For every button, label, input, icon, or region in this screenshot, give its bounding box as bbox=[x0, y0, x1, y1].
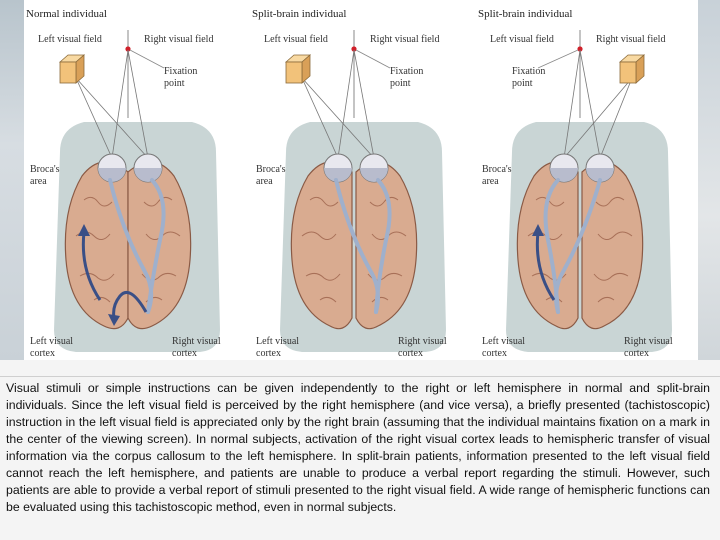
sight-line bbox=[579, 49, 601, 159]
right-visual-field-label: Right visual field bbox=[596, 34, 666, 45]
figure-caption: Visual stimuli or simple instructions ca… bbox=[6, 381, 710, 514]
fixation-label-line1: Fixation bbox=[512, 66, 546, 77]
panel-1-illustration bbox=[54, 30, 220, 352]
fixation-label-line2: point bbox=[512, 78, 533, 89]
right-visual-field-label: Right visual field bbox=[370, 34, 440, 45]
arrow-icon bbox=[108, 314, 120, 326]
arrow-icon bbox=[78, 224, 90, 236]
left-visual-field-label: Left visual field bbox=[264, 34, 328, 45]
sight-line bbox=[563, 49, 581, 159]
left-visual-field-label: Left visual field bbox=[490, 34, 554, 45]
fixation-point-icon bbox=[125, 46, 131, 52]
broca-label-line1: Broca's bbox=[30, 164, 60, 175]
broca-label-line1: Broca's bbox=[256, 164, 286, 175]
right-cortex-label-line1: Right visual bbox=[398, 336, 447, 347]
sight-line bbox=[75, 77, 149, 159]
sight-line bbox=[127, 49, 149, 159]
split-brain-figure: Normal individual Left visual field Righ… bbox=[24, 0, 698, 360]
sight-line bbox=[111, 49, 129, 159]
fixation-label-line2: point bbox=[164, 78, 185, 89]
right-cortex-label-line2: cortex bbox=[624, 348, 649, 359]
eye-icon bbox=[97, 153, 127, 183]
left-cortex-label-line2: cortex bbox=[256, 348, 281, 359]
eye-icon bbox=[323, 153, 353, 183]
panel-title: Split-brain individual bbox=[478, 8, 573, 20]
broca-label-line2: area bbox=[256, 176, 273, 187]
sight-line bbox=[353, 49, 375, 159]
arrow-icon bbox=[112, 291, 148, 319]
fixation-point-icon bbox=[351, 46, 357, 52]
right-cortex-label-line1: Right visual bbox=[624, 336, 673, 347]
fixation-label-line1: Fixation bbox=[164, 66, 198, 77]
panel-title: Normal individual bbox=[26, 8, 107, 20]
sight-line bbox=[563, 77, 633, 159]
panel-split-brain-right-field: Split-brain individual Left visual field… bbox=[476, 0, 700, 360]
fixation-pointer bbox=[355, 49, 391, 69]
eye-icon bbox=[359, 153, 389, 183]
left-cortex-label-line1: Left visual bbox=[256, 336, 300, 347]
left-cortex-label-line1: Left visual bbox=[482, 336, 526, 347]
right-cortex-label-line2: cortex bbox=[398, 348, 423, 359]
fixation-label-line1: Fixation bbox=[390, 66, 424, 77]
background-strip-right bbox=[698, 0, 720, 360]
arrow-icon bbox=[81, 231, 102, 301]
fixation-label-line2: point bbox=[390, 78, 411, 89]
eye-icon bbox=[133, 153, 163, 183]
sight-line bbox=[301, 77, 339, 159]
visual-pathway bbox=[146, 178, 166, 314]
left-visual-field-label: Left visual field bbox=[38, 34, 102, 45]
eye-icon bbox=[549, 153, 579, 183]
caption-divider bbox=[0, 376, 720, 377]
sight-line bbox=[337, 49, 355, 159]
left-cortex-label-line2: cortex bbox=[482, 348, 507, 359]
broca-label-line1: Broca's bbox=[482, 164, 512, 175]
left-cortex-label-line1: Left visual bbox=[30, 336, 74, 347]
background-strip-left bbox=[0, 0, 24, 360]
fixation-pointer bbox=[537, 49, 579, 69]
right-visual-field-label: Right visual field bbox=[144, 34, 214, 45]
panel-2-illustration bbox=[280, 30, 446, 352]
fixation-point-icon bbox=[577, 46, 583, 52]
right-cortex-label-line1: Right visual bbox=[172, 336, 221, 347]
visual-pathway bbox=[543, 178, 560, 314]
sight-line bbox=[599, 77, 633, 159]
cube-stimulus-icon bbox=[618, 54, 646, 84]
broca-label-line2: area bbox=[482, 176, 499, 187]
sight-line bbox=[75, 77, 113, 159]
broca-label-line2: area bbox=[30, 176, 47, 187]
fixation-pointer bbox=[129, 49, 165, 69]
cube-stimulus-icon bbox=[58, 54, 86, 84]
panel-normal-individual: Normal individual Left visual field Righ… bbox=[24, 0, 248, 360]
cube-stimulus-icon bbox=[284, 54, 312, 84]
left-cortex-label-line2: cortex bbox=[30, 348, 55, 359]
sight-line bbox=[301, 77, 375, 159]
panel-3-illustration bbox=[506, 30, 672, 352]
arrow-icon bbox=[532, 224, 544, 236]
panel-split-brain-left-field: Split-brain individual Left visual field… bbox=[250, 0, 474, 360]
visual-pathway bbox=[374, 178, 392, 314]
arrow-icon bbox=[535, 231, 556, 301]
right-cortex-label-line2: cortex bbox=[172, 348, 197, 359]
eye-icon bbox=[585, 153, 615, 183]
panel-title: Split-brain individual bbox=[252, 8, 347, 20]
